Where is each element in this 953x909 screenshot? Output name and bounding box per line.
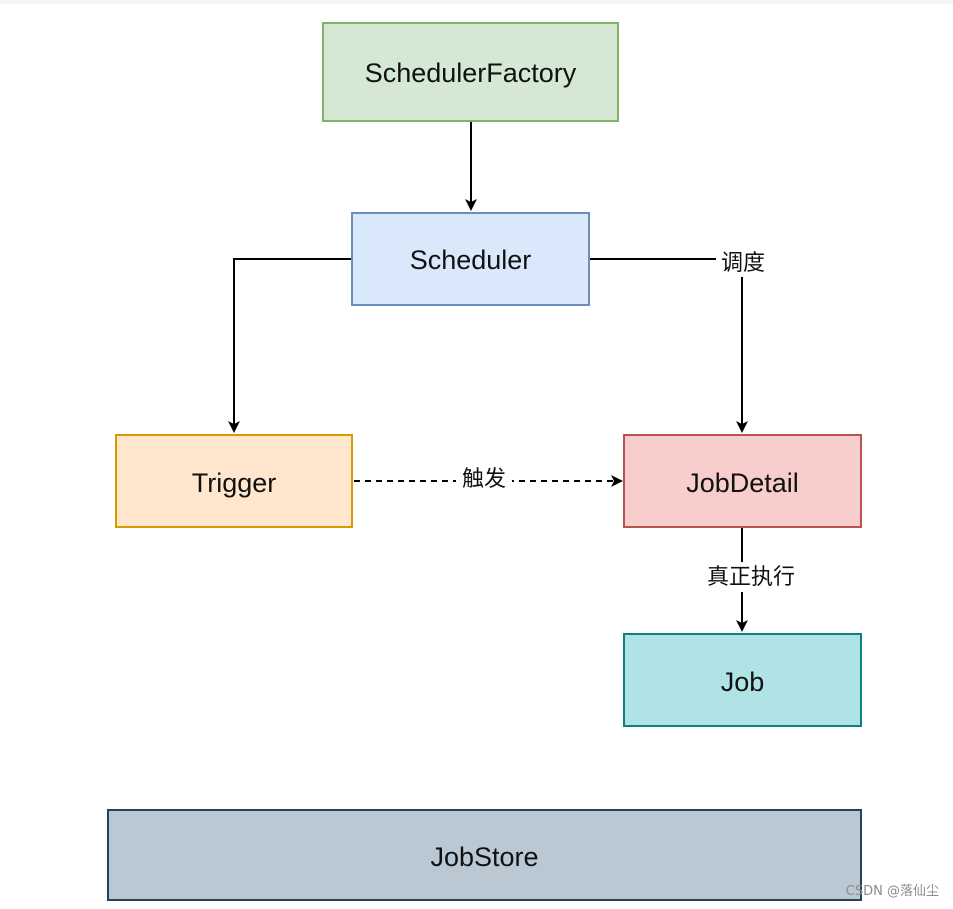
node-job-store-label: JobStore <box>430 842 538 872</box>
node-job-label: Job <box>721 667 765 697</box>
node-job-store: JobStore <box>107 809 862 901</box>
edge-label-execute: 真正执行 <box>707 565 795 590</box>
node-trigger-label: Trigger <box>192 468 277 498</box>
node-scheduler-factory-label: SchedulerFactory <box>365 58 577 88</box>
node-job-detail: JobDetail <box>623 434 862 528</box>
node-job: Job <box>623 633 862 727</box>
node-scheduler: Scheduler <box>351 212 590 306</box>
edge-label-dispatch: 调度 <box>721 251 765 276</box>
node-scheduler-factory: SchedulerFactory <box>322 22 619 122</box>
edge-label-fire: 触发 <box>462 467 506 492</box>
node-trigger: Trigger <box>115 434 353 528</box>
top-strip <box>0 0 953 4</box>
node-scheduler-label: Scheduler <box>410 245 532 275</box>
node-job-detail-label: JobDetail <box>686 468 799 498</box>
edge-scheduler-to-jobdetail <box>590 258 748 433</box>
watermark: CSDN @落仙尘 <box>845 884 939 899</box>
edge-scheduler-to-trigger <box>228 258 352 433</box>
